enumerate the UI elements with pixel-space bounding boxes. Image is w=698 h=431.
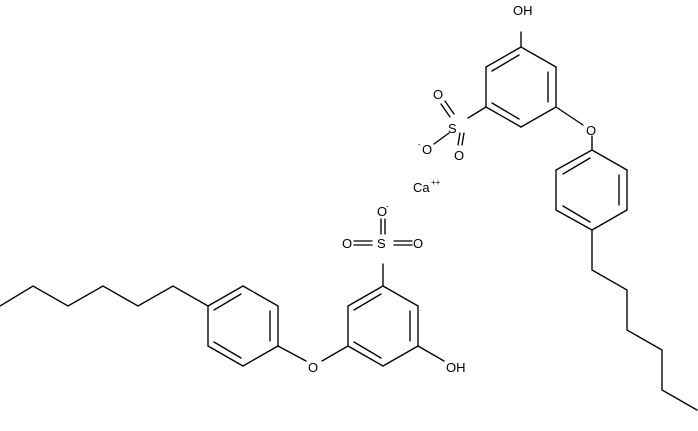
lower-sulfonate-group: [353, 218, 413, 246]
bond: [491, 54, 520, 72]
ether-oxygen-label: O: [308, 360, 318, 375]
bond: [461, 132, 465, 146]
bond: [520, 46, 557, 68]
bond: [353, 293, 382, 311]
calcium-charge-label: ++: [431, 178, 441, 187]
sulfur-label: S: [377, 236, 386, 251]
bond: [382, 285, 419, 307]
bond: [347, 285, 384, 307]
bond: [562, 157, 591, 175]
oxygen-label: O: [342, 236, 352, 251]
oxygen-label: O: [454, 148, 464, 163]
bond: [321, 345, 349, 362]
bond: [382, 345, 419, 367]
bond: [347, 345, 384, 367]
atom-labels: OH O S O - O O Ca ++ O - S O O O OH: [308, 3, 596, 375]
bond: [213, 293, 242, 311]
hydroxyl-label: OH: [446, 360, 466, 375]
bond: [555, 149, 593, 171]
bond: [591, 209, 628, 231]
sulfur-label: S: [448, 121, 457, 136]
lower-hexyl-chain: [0, 285, 209, 307]
anion-charge-label: -: [418, 140, 421, 149]
upper-hexylphenyl-ring: [555, 149, 628, 231]
bond: [353, 341, 382, 359]
bond: [491, 102, 520, 120]
bond: [555, 106, 584, 126]
bond: [207, 285, 244, 307]
hexyl-chain-bonds: [0, 285, 209, 307]
oxygen-label: O: [422, 142, 432, 157]
bond: [417, 345, 445, 362]
bond: [485, 106, 522, 128]
bond: [467, 106, 487, 119]
bond: [591, 149, 628, 171]
bond: [457, 132, 461, 146]
bond: [555, 209, 593, 231]
hexyl-chain-bonds: [591, 229, 698, 411]
upper-hexyl-chain: [591, 229, 698, 411]
bond: [440, 103, 451, 118]
bond: [433, 132, 450, 145]
anion-charge-label: -: [386, 202, 389, 211]
calcium-label: Ca: [413, 180, 430, 195]
bond: [485, 46, 522, 68]
oxygen-label: O: [377, 204, 387, 219]
lower-ether-link: [277, 345, 307, 362]
ether-oxygen-label: O: [586, 123, 596, 138]
bond: [520, 106, 557, 128]
bond: [277, 345, 307, 362]
bond: [242, 285, 279, 307]
bond: [213, 341, 242, 359]
lower-hexylphenyl-ring: [207, 285, 279, 367]
oxygen-label: O: [413, 236, 423, 251]
oxygen-label: O: [433, 87, 443, 102]
lower-sulfophenol-ring: [321, 263, 445, 367]
bond: [242, 345, 279, 367]
bond: [562, 205, 591, 223]
bond: [207, 345, 244, 367]
hydroxyl-label: OH: [513, 3, 533, 18]
upper-sulfophenol-ring: [467, 31, 584, 128]
bond: [444, 100, 455, 115]
upper-sulfonate-group: [433, 100, 465, 146]
